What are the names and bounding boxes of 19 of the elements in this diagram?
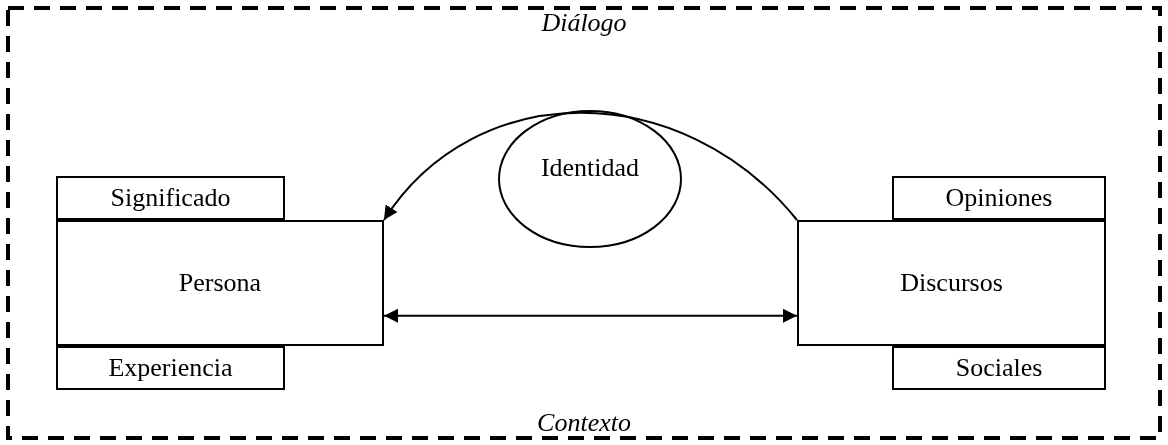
node-label: Discursos — [900, 268, 1003, 298]
frame-footer: Contexto — [537, 408, 631, 438]
text-box — [892, 346, 1106, 390]
node-label: Persona — [178, 268, 262, 298]
node-label: Experiencia — [108, 353, 233, 383]
text-box — [892, 176, 1106, 220]
text-box — [56, 176, 285, 220]
node-label: Identidad — [540, 152, 640, 183]
node-label: Significado — [110, 183, 231, 213]
ellipse-node — [498, 110, 682, 248]
text-box — [56, 346, 285, 390]
text-box — [56, 220, 384, 346]
arrow — [383, 308, 798, 323]
node-label: Opiniones — [945, 183, 1053, 213]
arrow — [383, 111, 798, 221]
frame-title: Diálogo — [541, 8, 627, 38]
node-label: Sociales — [955, 353, 1043, 383]
text-box — [797, 220, 1106, 346]
dashed-frame — [6, 6, 1162, 440]
